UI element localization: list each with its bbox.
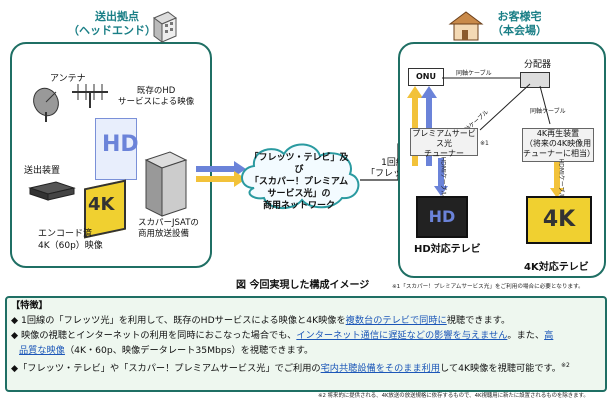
antenna-icon: [72, 84, 108, 108]
premium-tuner: プレミアムサービス光 チューナー: [410, 128, 478, 158]
server-icon: [144, 151, 188, 217]
hdmi-label-1: HDMIケーブル: [439, 156, 447, 197]
hdmi-arrow-4k: [550, 162, 564, 198]
headend-title: 送出拠点 （ヘッドエンド）: [68, 10, 156, 37]
coax-label-3: 同軸ケーブル: [530, 108, 566, 115]
signal-arrows-right: [407, 86, 437, 166]
onu-device: ONU: [408, 68, 444, 86]
splitter-label: 分配器: [524, 60, 552, 70]
footnote-1: ※1「スカパー！プレミアムサービス光」をご利用の場合に必要となります。: [392, 284, 584, 290]
feature-1: ◆ 1回線の「フレッツ光」を利用して、既存のHDサービスによる映像と4K映像を複…: [11, 315, 511, 326]
hd-tv-screen-mark: HD: [428, 207, 456, 226]
feature-2-cont: 品質な映像（4K・60p、映像データレート35Mbps）を視聴できます。: [19, 345, 314, 356]
splitter-device: [520, 72, 550, 88]
building-icon: [153, 11, 177, 43]
antenna-label: アンテナ: [50, 74, 86, 84]
footnote-2: ※2 将来的に提供される、4K放送の放送規格に依存するもので、4K視聴用に新たに…: [318, 393, 589, 399]
hd-tv: HD: [416, 196, 468, 238]
hdmi-label-2: HDMIケーブル: [557, 158, 565, 199]
house-icon: [448, 11, 484, 41]
coax-label-1: 同軸ケーブル: [456, 70, 492, 77]
tuner-note-mark: ※1: [480, 140, 489, 147]
4k-video-mark: 4K: [88, 194, 115, 215]
features-title: 【特徴】: [11, 300, 48, 311]
coax-cables: [442, 77, 551, 131]
network-cloud-text: 「フレッツ・テレビ」及び 「スカパー！プレミアム サービス光」の 商用ネットワー…: [249, 153, 349, 211]
feature-3: ◆「フレッツ・テレビ」や「スカパー！プレミアムサービス光」でご利用の宅内共聴設備…: [11, 362, 570, 375]
hd-video-frames: [95, 118, 137, 180]
4k-tv-label: 4K対応テレビ: [524, 262, 589, 273]
4k-tv-screen-mark: 4K: [542, 207, 576, 232]
satellite-dish-icon: [33, 87, 59, 122]
network-cloud-icon: [241, 143, 360, 209]
hdmi-arrow-hd: [434, 158, 448, 196]
hd-tv-label: HD対応テレビ: [414, 244, 481, 255]
encoder-device-icon: [28, 181, 76, 201]
4k-player: 4K再生装置 （将来の4K映像用 チューナーに相当）: [522, 128, 595, 162]
customer-title: お客様宅 （本会場）: [492, 10, 547, 37]
sender-label: 送出装置: [24, 166, 61, 176]
encoded-4k-label: エンコード済 4K（60p）映像: [38, 229, 103, 251]
features-box: 【特徴】 ◆ 1回線の「フレッツ光」を利用して、既存のHDサービスによる映像と4…: [5, 296, 607, 392]
feature-2: ◆ 映像の視聴とインターネットの利用を同時におこなった場合でも、インターネット通…: [11, 330, 554, 341]
hd-video-mark: HD: [102, 132, 139, 157]
figure-caption: 図 今回実現した構成イメージ: [236, 280, 370, 291]
signal-arrows-left: [196, 161, 246, 187]
jsat-label: スカパーJSATの 商用放送設備: [138, 218, 199, 239]
4k-tv: 4K: [526, 196, 592, 244]
